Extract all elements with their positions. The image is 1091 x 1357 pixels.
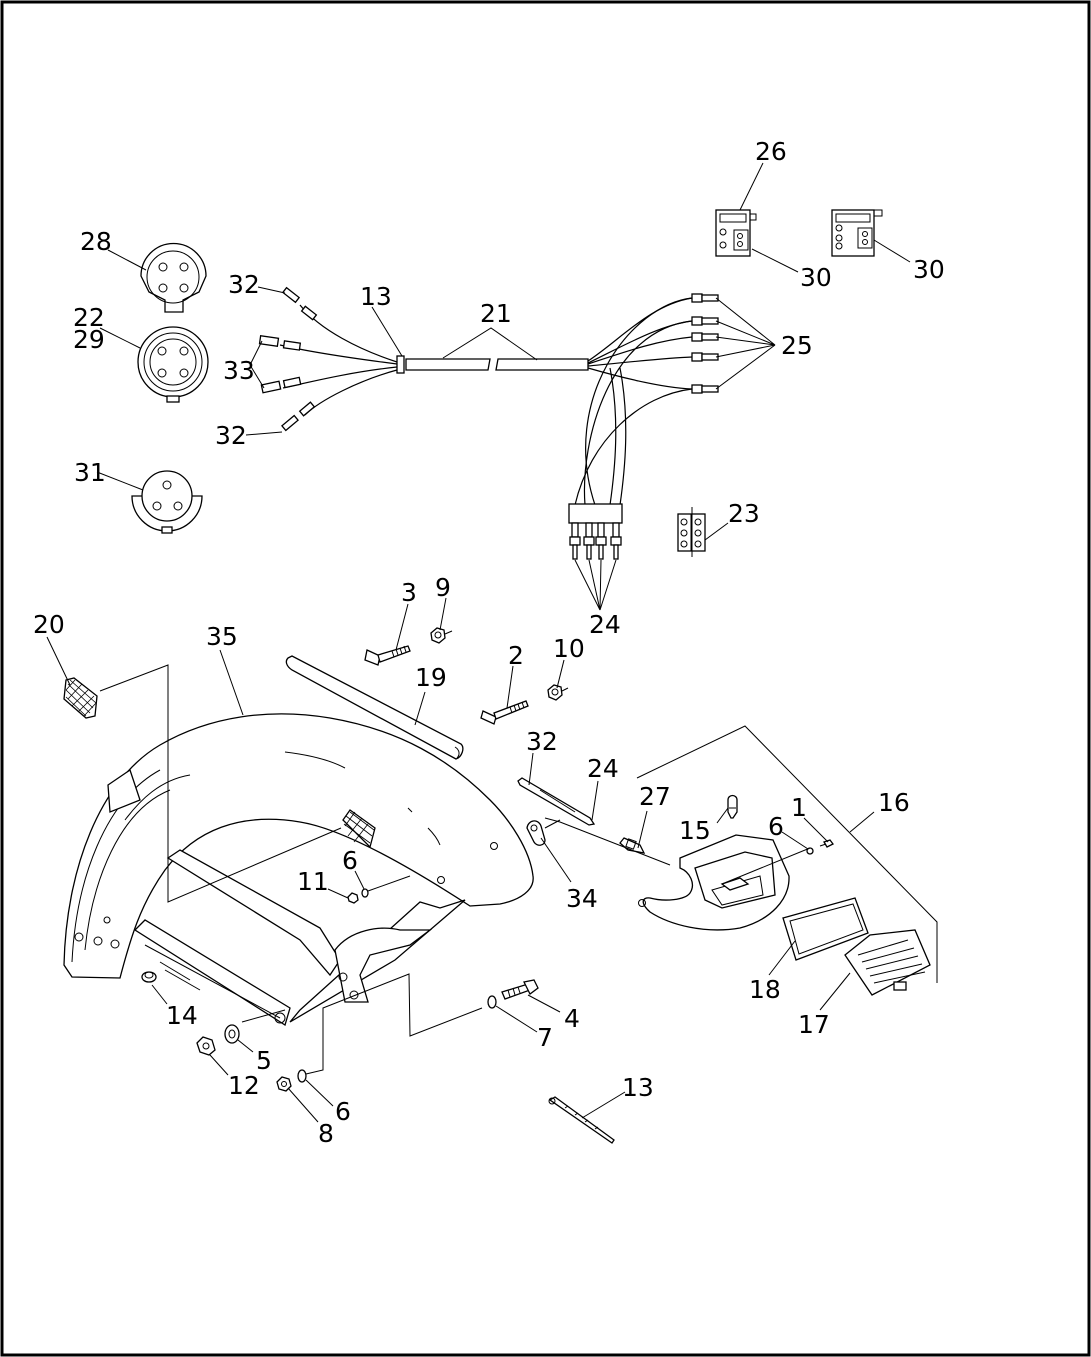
washer-5	[224, 1024, 240, 1044]
callout-16: 16	[878, 788, 910, 817]
washer-7	[487, 995, 497, 1009]
callout-1: 1	[791, 793, 807, 822]
callout-33: 33	[223, 356, 255, 385]
callout-9: 9	[435, 573, 451, 602]
socket-29	[137, 326, 209, 403]
washer-6-lower	[297, 1069, 307, 1083]
tail-light-base-16	[638, 834, 811, 931]
callout-30: 30	[913, 255, 945, 284]
terminal-32-24	[517, 777, 596, 826]
callout-7: 7	[537, 1023, 553, 1052]
callout-32: 32	[526, 727, 558, 756]
callout-32: 32	[215, 421, 247, 450]
callout-30: 30	[800, 263, 832, 292]
callout-13: 13	[622, 1073, 654, 1102]
nut-8	[276, 1076, 292, 1092]
callout-20: 20	[33, 610, 65, 639]
callout-10: 10	[553, 634, 585, 663]
callout-24: 24	[589, 610, 621, 639]
callout-11: 11	[297, 867, 329, 896]
callout-26: 26	[755, 137, 787, 166]
connector-30	[831, 209, 883, 257]
callout-24: 24	[587, 754, 619, 783]
callout-labels: 26 30 30 28 32 13 21 25 22 29 33 32 31 2…	[33, 137, 945, 1148]
washer-6-fender	[361, 888, 369, 898]
callout-19: 19	[415, 663, 447, 692]
nut-12	[196, 1036, 216, 1056]
callout-4: 4	[564, 1004, 580, 1033]
callout-5: 5	[256, 1046, 272, 1075]
lens-17	[844, 929, 931, 996]
callout-23: 23	[728, 499, 760, 528]
callout-35: 35	[206, 622, 238, 651]
connector-26	[715, 209, 757, 257]
callout-28: 28	[80, 227, 112, 256]
nut-11	[347, 892, 359, 904]
callout-34: 34	[566, 884, 598, 913]
callout-12: 12	[228, 1071, 260, 1100]
support-rail-19	[285, 655, 464, 760]
nut-10	[547, 684, 569, 701]
callout-6: 6	[335, 1097, 351, 1126]
leader-lines	[46, 162, 938, 1123]
grommet-14	[141, 971, 157, 983]
callout-32: 32	[228, 270, 260, 299]
callout-3: 3	[401, 578, 417, 607]
clip-34	[526, 819, 561, 846]
callout-29: 29	[73, 325, 105, 354]
callout-27: 27	[639, 782, 671, 811]
reflector-20	[63, 677, 98, 719]
callout-21: 21	[480, 299, 512, 328]
bolt-2	[480, 700, 529, 725]
callout-17: 17	[798, 1010, 830, 1039]
callout-6: 6	[768, 812, 784, 841]
bulb-15	[727, 794, 738, 819]
socket-28	[140, 242, 207, 313]
bolt-4	[501, 979, 539, 1000]
socket-31	[131, 470, 203, 534]
screw-1	[819, 839, 834, 848]
callout-2: 2	[508, 641, 524, 670]
callout-13: 13	[360, 282, 392, 311]
rear-fender	[63, 713, 534, 1027]
connector-23	[677, 507, 706, 557]
nut-9	[430, 627, 453, 644]
callout-15: 15	[679, 816, 711, 845]
callout-22: 22	[73, 303, 105, 332]
callout-31: 31	[74, 458, 106, 487]
callout-14: 14	[166, 1001, 198, 1030]
bolt-3	[364, 645, 411, 666]
callout-6: 6	[342, 846, 358, 875]
callout-18: 18	[749, 975, 781, 1004]
callout-25: 25	[781, 331, 813, 360]
cable-strap-13	[548, 1096, 615, 1144]
wiring-harness	[258, 286, 719, 560]
callout-8: 8	[318, 1119, 334, 1148]
